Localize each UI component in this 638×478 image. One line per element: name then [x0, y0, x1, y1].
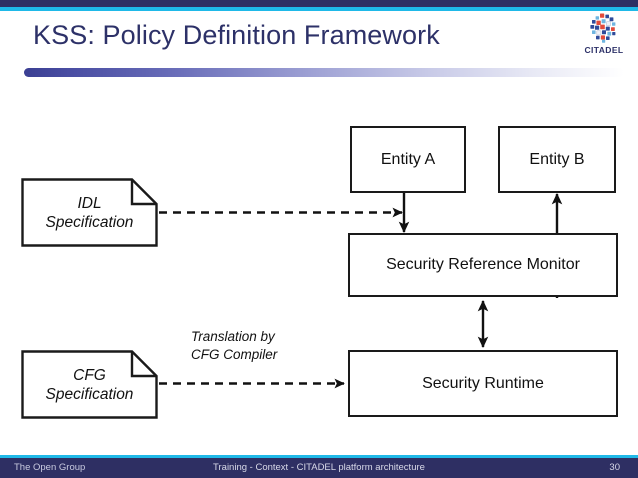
cfg-spec-line-1: CFG	[73, 366, 106, 384]
footer-cyan-accent-bar	[0, 455, 638, 458]
cfg-specification-document: CFG Specification	[21, 350, 158, 419]
footer-organization: The Open Group	[14, 462, 86, 473]
security-reference-monitor-label: Security Reference Monitor	[386, 256, 580, 273]
slide-footer: The Open Group Training - Context - CITA…	[0, 455, 638, 478]
architecture-diagram: IDL Specification CFG Specification Tran…	[0, 90, 638, 445]
citadel-logo-text: CITADEL	[584, 45, 624, 55]
entity-a-label: Entity A	[380, 150, 436, 168]
entity-a-box: Entity A	[350, 126, 466, 193]
translation-line-1: Translation by	[191, 329, 275, 344]
footer-course-title: Training - Context - CITADEL platform ar…	[213, 462, 425, 473]
footer-page-number: 30	[609, 462, 620, 473]
security-runtime-label: Security Runtime	[422, 374, 544, 392]
top-navy-bar	[0, 0, 638, 7]
cfg-specification-label: CFG Specification	[21, 350, 158, 419]
top-cyan-accent-bar	[0, 7, 638, 11]
translation-annotation: Translation by CFG Compiler	[191, 328, 277, 363]
cfg-spec-line-2: Specification	[45, 385, 134, 403]
citadel-logo-icon	[588, 12, 620, 44]
entity-b-box: Entity B	[498, 126, 616, 193]
translation-line-2: CFG Compiler	[191, 346, 278, 362]
security-reference-monitor-box: Security Reference Monitor	[348, 233, 618, 297]
idl-spec-line-1: IDL	[77, 194, 102, 212]
security-runtime-box: Security Runtime	[348, 350, 618, 417]
idl-specification-document: IDL Specification	[21, 178, 158, 247]
title-gradient-rule	[24, 68, 624, 77]
citadel-logo: CITADEL	[578, 12, 630, 60]
entity-b-label: Entity B	[529, 150, 585, 168]
page-title: KSS: Policy Definition Framework	[33, 20, 440, 50]
idl-spec-line-2: Specification	[45, 213, 134, 231]
idl-specification-label: IDL Specification	[21, 178, 158, 247]
